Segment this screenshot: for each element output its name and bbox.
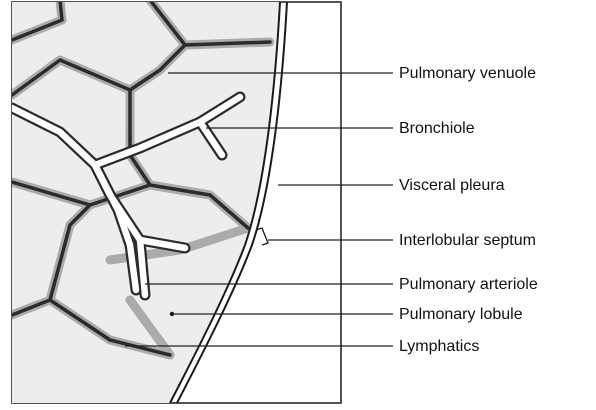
label-interlobular-septum: Interlobular septum <box>399 232 536 250</box>
lobule-fill <box>0 0 300 405</box>
lung-tissue <box>0 0 300 405</box>
label-bronchiole: Bronchiole <box>399 120 475 138</box>
label-pulmonary-arteriole: Pulmonary arteriole <box>399 276 538 294</box>
label-visceral-pleura: Visceral pleura <box>399 177 505 195</box>
label-pulmonary-lobule: Pulmonary lobule <box>399 306 523 324</box>
label-lymphatics: Lymphatics <box>399 338 479 356</box>
septum-bracket <box>256 228 268 245</box>
label-pulmonary-venuole: Pulmonary venuole <box>399 65 536 83</box>
